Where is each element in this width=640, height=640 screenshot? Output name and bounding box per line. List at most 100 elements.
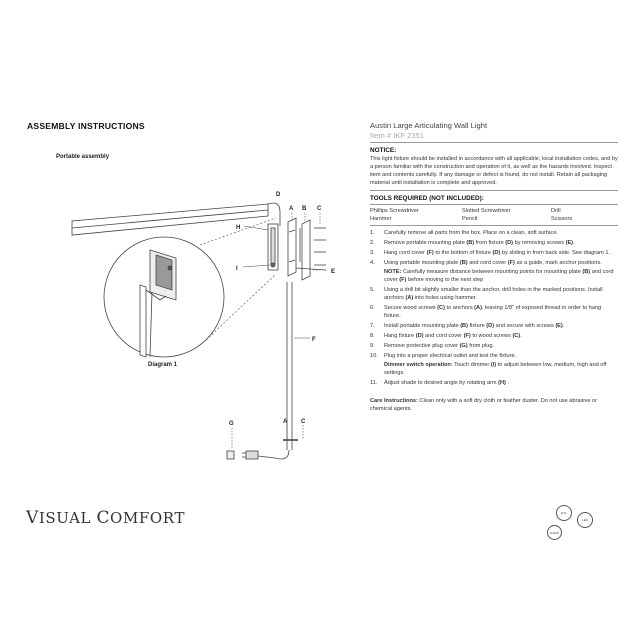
step-note: NOTE: Carefully measure distance between…	[384, 268, 618, 284]
tool-item: Pencil	[462, 216, 478, 222]
step-number: 7.	[370, 323, 375, 329]
label-i: I	[236, 266, 238, 272]
step-text-part: (D)	[415, 333, 424, 339]
step-text-part: (F)	[463, 333, 471, 339]
step-note-part: Touch dimmer	[452, 362, 491, 368]
item-number: Item # IKF 2351	[370, 131, 425, 140]
care-label: Care Instructions:	[370, 398, 418, 404]
step-text: Remove protective plug cover (G) from pl…	[384, 343, 494, 349]
assembly-step: 8. Hang fixture (D) and cord cover (F) to…	[370, 332, 618, 340]
label-g: G	[229, 421, 234, 427]
step-text-part: (B)	[460, 323, 468, 329]
label-a-bottom: A	[283, 419, 288, 425]
instructions-column: Austin Large Articulating Wall Light Ite…	[370, 118, 618, 413]
step-text-part: (H)	[498, 380, 506, 386]
dimmer-i	[270, 262, 276, 268]
step-text-part: and cord cover	[467, 260, 508, 266]
portable-assembly-label: Portable assembly	[56, 154, 110, 160]
lamp-shade	[71, 203, 269, 236]
logo-text-comfort: OMFORT	[110, 509, 186, 527]
divider	[370, 190, 618, 191]
label-h: H	[236, 225, 240, 231]
step-text-part: from fixture	[474, 240, 506, 246]
label-c-top: C	[317, 206, 322, 212]
step-text: Carefully remove all parts from the box.…	[384, 230, 558, 236]
divider	[370, 204, 618, 205]
step-number: 9.	[370, 343, 375, 349]
tool-item: Phillips Screwdriver	[370, 208, 419, 214]
step-text-part: Carefully remove all parts from the box.…	[384, 230, 559, 236]
step-number: 5.	[370, 287, 375, 293]
step-text-part: Hang fixture	[384, 333, 416, 339]
step-text-part: (D)	[486, 323, 495, 329]
step-number: 1.	[370, 230, 375, 236]
step-note: Dimmer switch operation: Touch dimmer (I…	[384, 361, 618, 377]
step-text-part: (A)	[405, 295, 414, 301]
notice-header: NOTICE:	[370, 147, 397, 154]
step-text: Adjust shade to desired angle by rotatin…	[384, 380, 509, 386]
step-text-part: (D)	[505, 240, 514, 246]
step-text-part: as a guide, mark anchor positions.	[514, 260, 602, 266]
step-text: Hang fixture (D) and cord cover (F) to w…	[384, 333, 522, 339]
step-text-part: Adjust shade to desired angle by rotatin…	[384, 380, 499, 386]
assembly-title: ASSEMBLY INSTRUCTIONS	[27, 121, 145, 131]
step-text-part: to anchors	[444, 305, 475, 311]
step-text-part: Plug into a proper electrical outlet and…	[384, 353, 517, 359]
step-text-part: Secure wood screws	[384, 305, 438, 311]
assembly-step: 4.Using portable mounting plate (B) and …	[370, 259, 618, 284]
label-f: F	[312, 337, 316, 343]
assembly-step: 6.Secure wood screws (C) to anchors (A),…	[370, 304, 618, 320]
step-text-part: .	[520, 333, 522, 339]
step-note-label: Dimmer switch operation:	[384, 362, 453, 368]
step-text-part: (F)	[507, 260, 515, 266]
assembly-step: 1. Carefully remove all parts from the bo…	[370, 229, 618, 237]
step-text-part: .	[573, 240, 575, 246]
step-text-part: Remove protective plug cover	[384, 343, 460, 349]
step-note-part: before moving to the next step	[406, 277, 484, 283]
step-text-part: and secure with screws	[494, 323, 556, 329]
diagram-1-label: Diagram 1	[148, 362, 178, 368]
logo-initial-v: V	[26, 508, 39, 528]
assembly-step: 3.Hang cord cover (F) to the bottom of f…	[370, 249, 618, 257]
step-note-part: (B)	[582, 269, 591, 275]
step-text-part: from plug.	[467, 343, 495, 349]
step-text-part: into holes using hammer.	[413, 295, 477, 301]
step-text-part: , leaving 1/8" of exposed thread in orde…	[384, 305, 602, 319]
damp-mark-icon: DAMP	[547, 525, 562, 540]
step-text-part: (A)	[474, 305, 482, 311]
notice-text: This light fixture should be installed i…	[370, 156, 618, 186]
care-text: Clean only with a soft dry cloth or feat…	[370, 398, 597, 412]
label-e: E	[331, 269, 335, 275]
step-text-part: (B)	[466, 240, 475, 246]
power-cord	[257, 449, 290, 460]
assembly-step: 10. Plug into a proper electrical outlet …	[370, 352, 618, 377]
step-number: 10.	[370, 353, 378, 359]
tool-item: Scissors	[551, 216, 573, 222]
step-text-part: (D)	[492, 250, 501, 256]
step-text-part: (F)	[426, 250, 434, 256]
logo-text-visual: ISUAL	[38, 509, 97, 527]
step-text: Using a drill bit slightly smaller than …	[384, 287, 603, 301]
assembly-diagram: D A B C H I E F A C G	[71, 192, 335, 460]
step-text-part: (E)	[555, 323, 563, 329]
step-number: 8.	[370, 333, 375, 339]
arm-rod	[71, 209, 269, 229]
label-c-bottom: C	[301, 419, 306, 425]
step-text: Install portable mounting plate (B) fixt…	[384, 323, 564, 329]
step-number: 4.	[370, 260, 375, 266]
step-text: Secure wood screws (C) to anchors (A), l…	[384, 305, 601, 319]
step-text-part: to wood screws	[470, 333, 513, 339]
step-text-part: by removing screws	[513, 240, 566, 246]
step-text: Hang cord cover (F) to the bottom of fix…	[384, 250, 610, 256]
label-b: B	[302, 206, 307, 212]
divider	[370, 225, 618, 226]
brand-logo: VISUAL COMFORT	[26, 508, 185, 528]
step-text-part: Remove portable mounting plate	[384, 240, 467, 246]
divider	[370, 142, 618, 143]
step-note-part: (I)	[490, 362, 497, 368]
step-text-part: fixture	[467, 323, 487, 329]
assembly-step: 5. Using a drill bit slightly smaller tha…	[370, 286, 618, 302]
tools-header: TOOLS REQUIRED (NOT INCLUDED):	[370, 195, 484, 202]
assembly-steps: 1. Carefully remove all parts from the bo…	[370, 229, 618, 387]
step-text-part: and cord cover	[423, 333, 464, 339]
